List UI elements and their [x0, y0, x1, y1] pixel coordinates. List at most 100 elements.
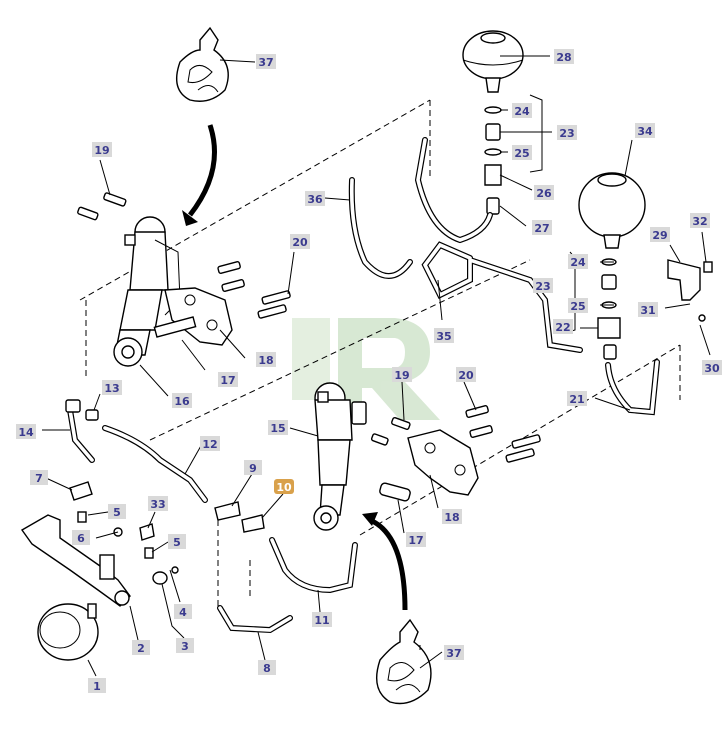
accumulator-34 [578, 172, 646, 249]
bracket-left [153, 287, 233, 346]
assembly-frame-lines [79, 99, 681, 610]
callout-29: 29 [650, 227, 670, 242]
svg-text:35: 35 [436, 330, 451, 343]
svg-text:27: 27 [534, 222, 549, 235]
svg-text:18: 18 [258, 354, 273, 367]
callout-4: 4 [174, 604, 192, 619]
svg-text:9: 9 [249, 462, 257, 475]
callout-30: 30 [702, 360, 722, 375]
callout-20a: 20 [290, 234, 310, 249]
callout-35: 35 [434, 328, 454, 343]
callout-9: 9 [244, 460, 262, 475]
svg-text:31: 31 [640, 304, 655, 317]
callout-10: 10 [274, 479, 294, 494]
callout-34: 34 [635, 123, 655, 138]
svg-text:37: 37 [446, 647, 461, 660]
accumulator-28 [462, 30, 524, 93]
svg-text:16: 16 [174, 395, 190, 408]
svg-text:25: 25 [570, 300, 585, 313]
callout-37a: 37 [256, 54, 276, 69]
callout-2: 2 [132, 640, 150, 655]
callout-19b: 19 [392, 367, 412, 382]
svg-text:21: 21 [569, 393, 584, 406]
svg-text:3: 3 [181, 640, 189, 653]
svg-text:23: 23 [559, 127, 574, 140]
callout-37b: 37 [444, 645, 464, 660]
callout-14: 14 [16, 424, 36, 439]
svg-text:10: 10 [276, 481, 292, 494]
fitting-stack-right [597, 258, 621, 360]
callout-23a: 23 [557, 125, 577, 140]
callout-5a: 5 [108, 504, 126, 519]
small-hardware [69, 481, 179, 585]
svg-text:20: 20 [458, 369, 474, 382]
callout-33: 33 [148, 496, 168, 511]
svg-text:2: 2 [137, 642, 145, 655]
svg-text:25: 25 [514, 147, 529, 160]
svg-text:12: 12 [202, 438, 217, 451]
callout-31: 31 [638, 302, 658, 317]
svg-text:22: 22 [555, 321, 570, 334]
callout-36: 36 [305, 191, 325, 206]
callout-28: 28 [554, 49, 574, 64]
callout-25b: 25 [568, 298, 588, 313]
callout-18a: 18 [256, 352, 276, 367]
svg-text:29: 29 [652, 229, 667, 242]
callout-22: 22 [553, 319, 573, 334]
svg-text:17: 17 [408, 534, 423, 547]
lamp-1 [37, 603, 99, 661]
callout-19a: 19 [92, 142, 112, 157]
svg-text:23: 23 [535, 280, 550, 293]
callout-32: 32 [690, 213, 710, 228]
callout-17a: 17 [218, 372, 238, 387]
svg-text:7: 7 [35, 472, 43, 485]
svg-text:6: 6 [77, 532, 85, 545]
callout-15: 15 [268, 420, 288, 435]
svg-text:26: 26 [536, 187, 552, 200]
callout-11: 11 [312, 612, 332, 627]
callout-3: 3 [176, 638, 194, 653]
callout-18b: 18 [442, 509, 462, 524]
cylinder-left [113, 216, 181, 367]
bracket-29 [667, 259, 713, 322]
bolts-center [465, 405, 541, 463]
svg-text:5: 5 [173, 536, 181, 549]
svg-text:37: 37 [258, 56, 273, 69]
callout-13: 13 [102, 380, 122, 395]
leader-lines [42, 55, 711, 677]
fitting-stack-top [484, 106, 502, 215]
svg-text:11: 11 [314, 614, 329, 627]
svg-text:15: 15 [270, 422, 285, 435]
svg-text:36: 36 [307, 193, 323, 206]
callout-5b: 5 [168, 534, 186, 549]
callout-7: 7 [30, 470, 48, 485]
svg-text:13: 13 [104, 382, 119, 395]
svg-text:19: 19 [94, 144, 109, 157]
callout-24b: 24 [568, 254, 588, 269]
svg-text:20: 20 [292, 236, 308, 249]
svg-text:5: 5 [113, 506, 121, 519]
svg-text:30: 30 [704, 362, 720, 375]
svg-text:18: 18 [444, 511, 459, 524]
svg-text:33: 33 [150, 498, 165, 511]
fastener-bag-bottom [376, 618, 432, 705]
callout-20b: 20 [456, 367, 476, 382]
watermark-logo [292, 318, 440, 420]
svg-text:28: 28 [556, 51, 571, 64]
bolts-left [217, 261, 291, 319]
callout-1: 1 [88, 678, 106, 693]
callout-6: 6 [72, 530, 90, 545]
svg-text:14: 14 [18, 426, 34, 439]
svg-text:19: 19 [394, 369, 409, 382]
callout-25a: 25 [512, 145, 532, 160]
svg-text:34: 34 [637, 125, 653, 138]
svg-text:24: 24 [570, 256, 586, 269]
bracket-center [407, 429, 479, 496]
svg-text:24: 24 [514, 105, 530, 118]
cylinder-center [313, 382, 367, 531]
svg-text:32: 32 [692, 215, 707, 228]
callout-23b: 23 [533, 278, 553, 293]
callout-26: 26 [534, 185, 554, 200]
fastener-bag-top [176, 26, 229, 102]
